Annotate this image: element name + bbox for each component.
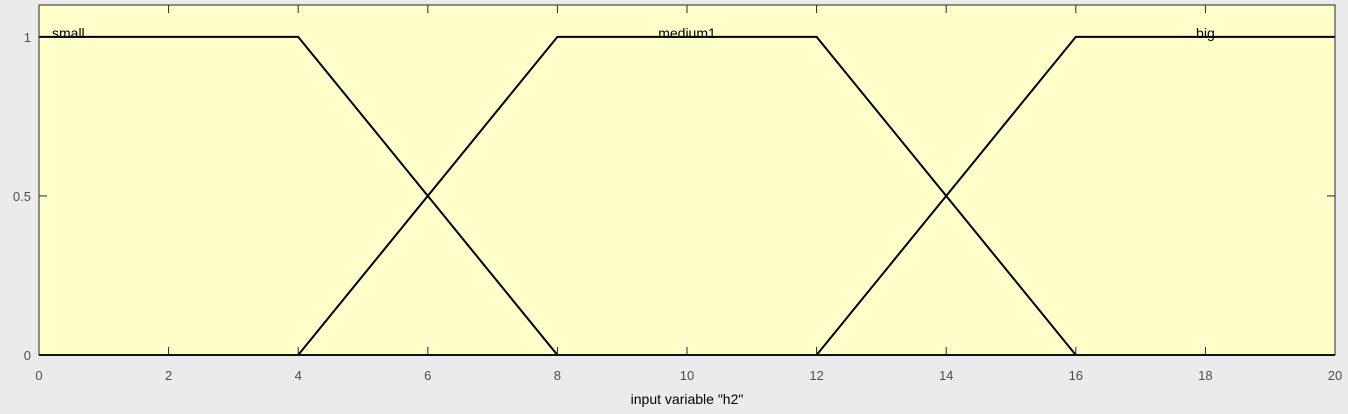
x-tick-label: 18 <box>1198 368 1212 383</box>
y-tick-label: 0 <box>24 348 31 363</box>
x-tick-label: 12 <box>809 368 823 383</box>
x-axis-label: input variable "h2" <box>631 391 744 407</box>
x-tick-label: 20 <box>1328 368 1342 383</box>
x-tick-label: 0 <box>35 368 42 383</box>
x-tick-label: 10 <box>680 368 694 383</box>
y-tick-label: 0.5 <box>13 189 31 204</box>
x-tick-label: 16 <box>1069 368 1083 383</box>
y-tick-label: 1 <box>24 30 31 45</box>
x-tick-label: 14 <box>939 368 953 383</box>
x-tick-label: 2 <box>165 368 172 383</box>
plot-frame <box>38 4 1336 356</box>
membership-labels: small medium1 big <box>52 25 1215 41</box>
x-tick-label: 6 <box>424 368 431 383</box>
series-label-small: small <box>52 25 85 41</box>
plot-area <box>39 5 1335 355</box>
x-tick-label: 8 <box>554 368 561 383</box>
x-tick-label: 4 <box>295 368 302 383</box>
series-label-big: big <box>1196 25 1215 41</box>
series-label-medium1: medium1 <box>658 25 716 41</box>
